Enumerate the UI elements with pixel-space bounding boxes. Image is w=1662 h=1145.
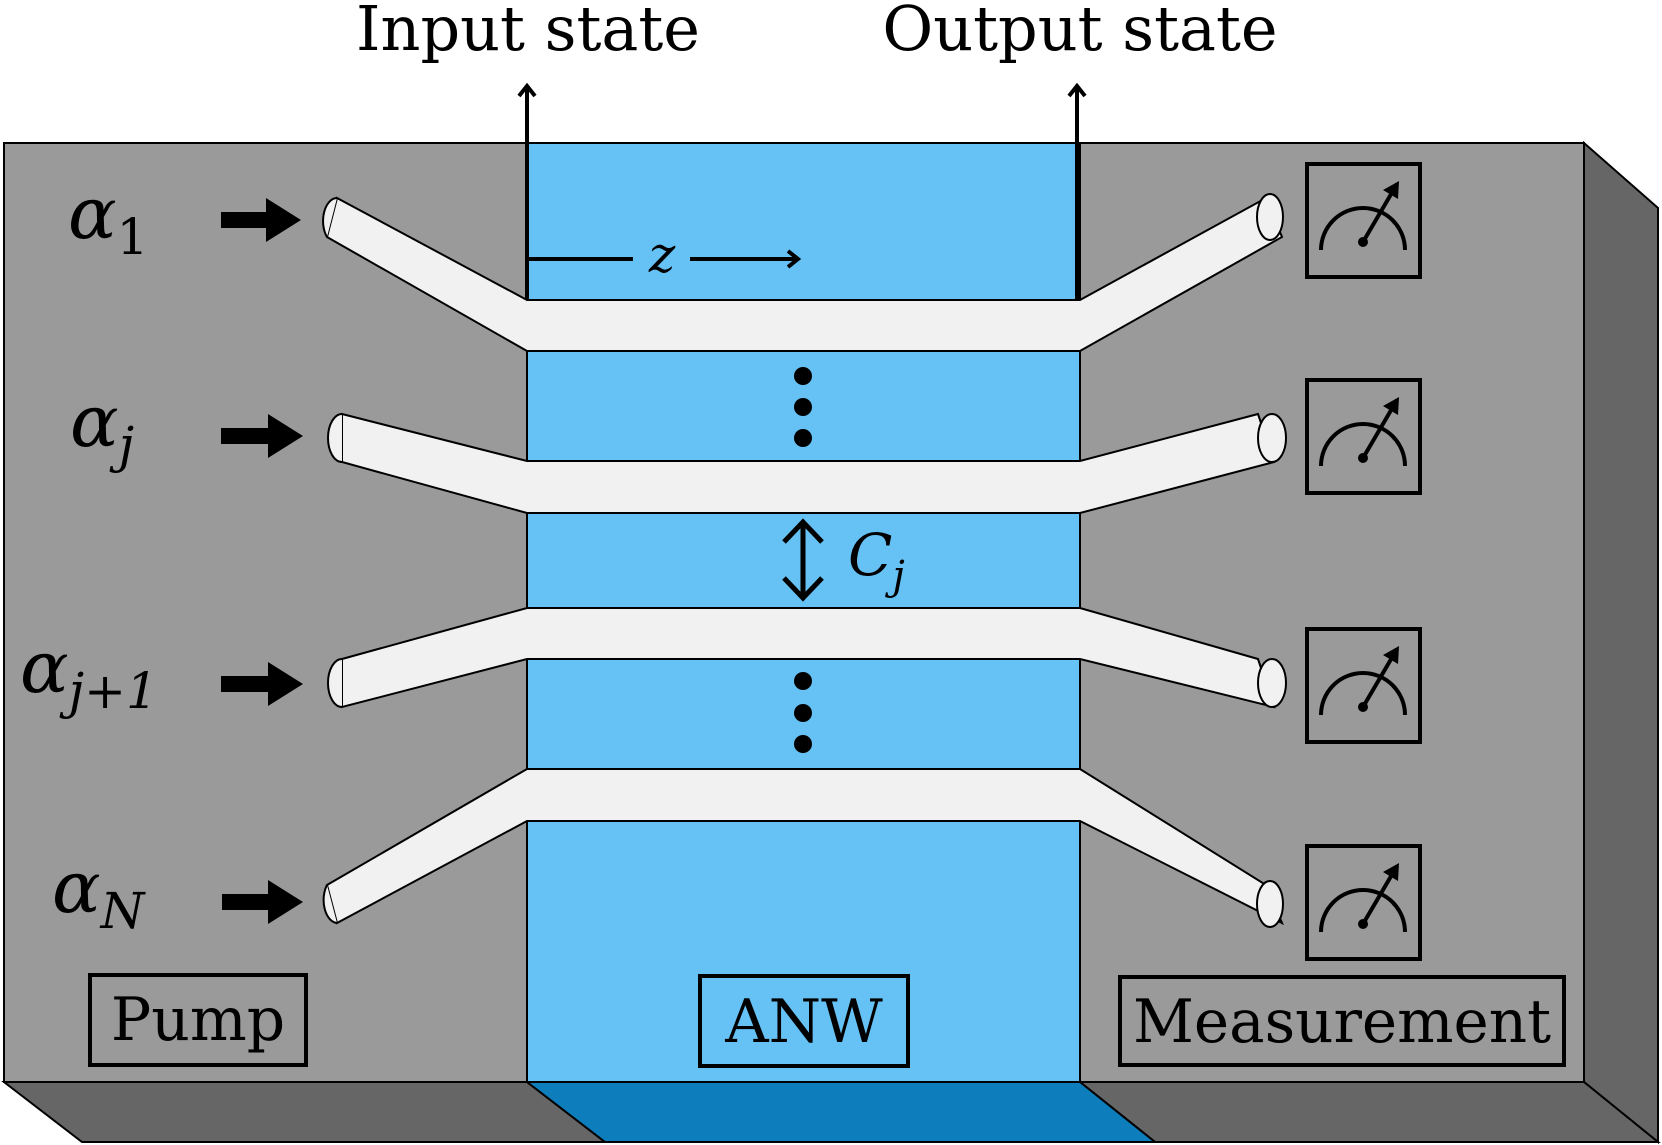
pump-inputs: α1 αj αj+1 αN — [20, 171, 303, 940]
slab-bottom-left — [1, 1081, 608, 1143]
measurement-label: Measurement — [1133, 987, 1551, 1057]
section-labels: Pump ANW Measurement — [88, 973, 1566, 1068]
right-arrow-icon — [221, 414, 303, 458]
gauge-meter-icon — [1305, 844, 1422, 961]
waveguide-1-input-end — [322, 197, 338, 238]
waveguide-1 — [322, 193, 1284, 352]
waveguide-N-output-end — [1256, 880, 1284, 928]
double-arrow-icon — [782, 518, 824, 602]
pump-label-box — [88, 973, 308, 1067]
state-markers: Input state Output state — [356, 0, 1278, 300]
coupling-label: Cj — [848, 521, 905, 599]
waveguide-N-input-end — [322, 884, 338, 924]
right-arrow-icon — [221, 198, 301, 242]
waveguide-j-plus-1-output-end — [1257, 658, 1287, 708]
waveguide-j-input-end — [327, 413, 343, 463]
waveguide-1-output-end — [1256, 193, 1284, 241]
anw-label-box — [698, 974, 910, 1068]
gauge-meter-icon — [1305, 627, 1422, 744]
output-state-label: Output state — [882, 0, 1277, 65]
detectors — [1305, 162, 1422, 961]
vertical-dots-icon — [794, 367, 812, 447]
waveguide-j — [327, 412, 1287, 514]
measurement-label-box — [1118, 975, 1566, 1067]
waveguide-N — [322, 768, 1284, 928]
slab-right-side — [1583, 140, 1659, 1145]
input-state-label: Input state — [356, 0, 700, 65]
waveguide-j-plus-1-input-end — [327, 658, 343, 708]
right-arrow-icon — [221, 662, 303, 706]
z-axis-label: z — [648, 226, 676, 284]
pump-label: Pump — [111, 985, 285, 1055]
waveguide-j-output-end — [1257, 413, 1287, 463]
slab-bottom-right — [1077, 1081, 1661, 1143]
anw-label: ANW — [724, 987, 883, 1057]
waveguides — [322, 193, 1287, 928]
anw-bottom-face — [524, 1081, 1158, 1143]
propagation-axis: z — [527, 226, 802, 284]
alpha-N-label: αN — [52, 845, 147, 940]
gauge-meter-icon — [1305, 162, 1422, 279]
alpha-1-label: α1 — [68, 171, 148, 266]
gauge-meter-icon — [1305, 378, 1422, 495]
waveguide-j-plus-1 — [327, 607, 1287, 709]
right-arrow-icon — [222, 880, 303, 924]
vertical-dots-icon — [794, 672, 812, 753]
alpha-j-plus-1-label: αj+1 — [20, 625, 158, 720]
coupling-indicator: Cj — [782, 518, 905, 602]
